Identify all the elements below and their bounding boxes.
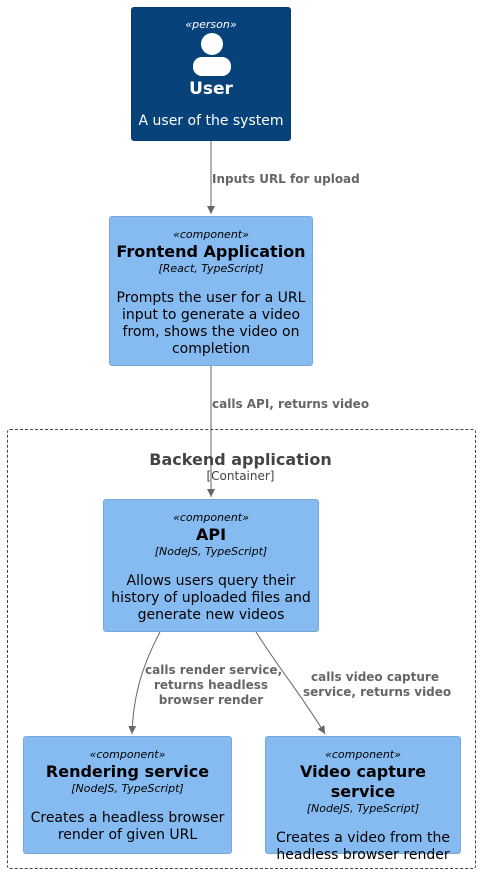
edge-label-user-frontend: Inputs URL for upload	[212, 172, 360, 186]
rendering-service-node[interactable]: «component» Rendering service [NodeJS, T…	[23, 736, 232, 854]
api-desc-line: generate new videos	[137, 607, 285, 623]
boundary-subtitle: [Container]	[206, 469, 275, 483]
edge-label-line: returns headless	[153, 678, 269, 692]
user-person-node[interactable]: «person» User A user of the system	[131, 7, 291, 141]
user-description: A user of the system	[138, 113, 284, 129]
rendering-title: Rendering service	[45, 762, 210, 781]
edge-label-line: browser render	[158, 693, 264, 707]
rendering-desc-line: Creates a headless browser	[30, 810, 225, 826]
api-desc-line: Allows users query their	[126, 573, 296, 589]
frontend-desc-line: input to generate a video	[121, 307, 301, 323]
frontend-stereotype: «component»	[173, 228, 249, 241]
edge-label-api-videocapture: calls video capture service, returns vid…	[303, 670, 452, 700]
frontend-desc-line: Prompts the user for a URL	[116, 290, 306, 306]
videocapture-title: Video capture service	[300, 762, 426, 801]
edge-api-videocapture	[255, 631, 326, 735]
edge-label-line: calls render service,	[145, 663, 283, 677]
api-tech: [NodeJS, TypeScript]	[154, 545, 268, 558]
frontend-desc-line: from, shows the video on	[122, 324, 300, 340]
videocapture-desc-line: Creates a video from the	[276, 830, 450, 846]
videocapture-stereotype: «component»	[325, 748, 401, 761]
frontend-tech: [React, TypeScript]	[158, 262, 264, 275]
api-component-node[interactable]: «component» API [NodeJS, TypeScript] All…	[103, 499, 319, 632]
edge-label-line: service, returns video	[303, 685, 452, 699]
frontend-desc-line: completion	[171, 341, 251, 357]
user-title: User	[189, 79, 233, 99]
backend-boundary	[7, 429, 476, 869]
edge-label-frontend-api: calls API, returns video	[212, 397, 370, 411]
video-capture-service-node[interactable]: «component» Video capture service [NodeJ…	[265, 736, 461, 863]
api-stereotype: «component»	[173, 511, 249, 524]
rendering-tech: [NodeJS, TypeScript]	[71, 782, 184, 795]
videocapture-desc-line: headless browser render	[276, 847, 450, 863]
edge-label-api-rendering: calls render service, returns headless b…	[145, 663, 283, 708]
frontend-component-node[interactable]: «component» Frontend Application [React,…	[109, 216, 313, 366]
boundary-title: Backend application	[149, 450, 332, 469]
rendering-desc-line: render of given URL	[57, 827, 198, 843]
person-icon	[132, 32, 290, 78]
api-desc-line: history of uploaded files and	[111, 590, 311, 606]
rendering-stereotype: «component»	[89, 748, 166, 761]
frontend-title: Frontend Application	[116, 242, 306, 261]
edge-api-rendering	[128, 631, 161, 735]
user-stereotype: «person»	[185, 18, 237, 31]
edge-label-line: calls video capture	[311, 670, 439, 684]
videocapture-tech: [NodeJS, TypeScript]	[306, 802, 420, 815]
api-title: API	[195, 525, 227, 544]
